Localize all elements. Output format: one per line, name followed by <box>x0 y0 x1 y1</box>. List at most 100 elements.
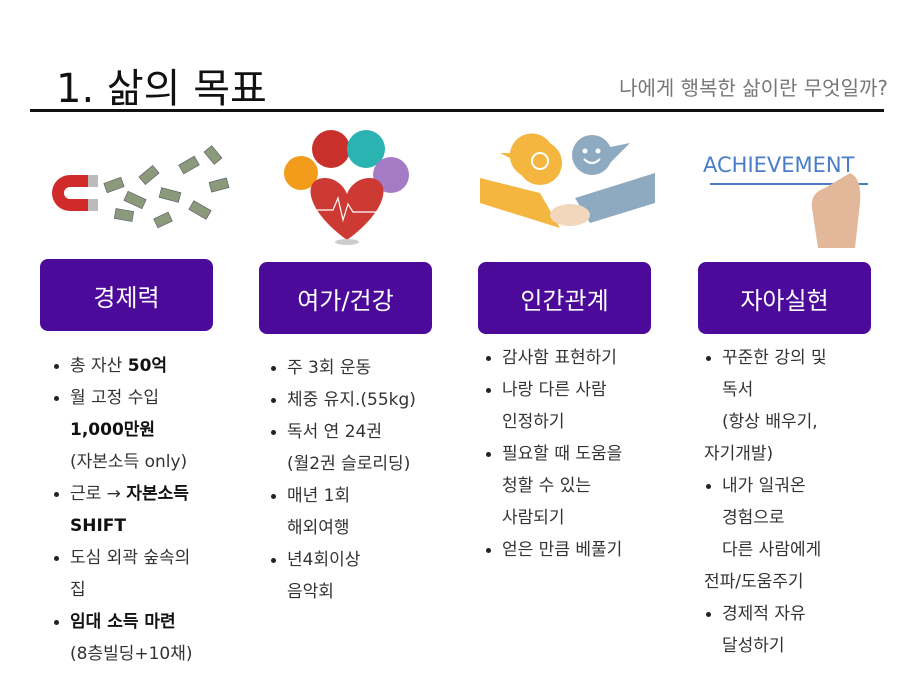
achievement-hand-icon: ACHIEVEMENT <box>703 153 868 248</box>
text: 경험으로 <box>722 508 785 528</box>
list-item: 월 고정 수입 <box>54 386 160 410</box>
text: 전파/도움주기 <box>704 572 804 592</box>
list-item-continuation: 전파/도움주기 <box>704 570 804 594</box>
bullet-icon <box>706 484 711 489</box>
money-magnet-icon <box>52 145 230 229</box>
text: 음악회 <box>287 582 334 602</box>
text: 자기개발) <box>704 444 774 464</box>
list-item-continuation: 집 <box>70 578 86 602</box>
list-item-continuation: 1,000만원 <box>70 418 155 442</box>
text: (8층빌딩+10채) <box>70 644 193 664</box>
bullet-icon <box>54 556 59 561</box>
text: 체중 유지.(55kg) <box>287 390 416 410</box>
bullet-icon <box>271 398 276 403</box>
list-item-continuation: 해외여행 <box>287 516 350 540</box>
text: 주 3회 운동 <box>287 358 372 378</box>
list-item-continuation: 자기개발) <box>704 442 773 466</box>
page-title: 1. 삶의 목표 <box>56 66 267 112</box>
text: 달성하기 <box>722 636 785 656</box>
bullet-icon <box>54 396 59 401</box>
list-item: 도심 외곽 숲속의 <box>54 546 191 570</box>
list-item: 년4회이상 <box>271 548 361 572</box>
list-item-continuation: (자본소득 only) <box>70 450 187 474</box>
bold-text: 임대 소득 마련 <box>70 612 176 632</box>
bullet-icon <box>486 548 491 553</box>
bullet-icon <box>486 388 491 393</box>
text: (월2권 슬로리딩) <box>287 454 411 474</box>
text: 청할 수 있는 <box>502 476 592 496</box>
text: 꾸준한 강의 및 <box>722 348 827 368</box>
heart-health-icon <box>284 130 409 245</box>
list-item-continuation: (8층빌딩+10채) <box>70 642 193 666</box>
category-relationships: 인간관계 <box>478 262 651 334</box>
text: 내가 일궈온 <box>722 476 806 496</box>
bullet-icon <box>54 492 59 497</box>
bullet-icon <box>271 558 276 563</box>
category-self-realization: 자아실현 <box>698 262 871 334</box>
list-item-continuation: (항상 배우기, <box>722 410 818 434</box>
text: 총 자산 <box>70 356 128 376</box>
list-item: 경제적 자유 <box>706 602 806 626</box>
list-item: 체중 유지.(55kg) <box>271 388 416 412</box>
list-item: 얻은 만큼 베풀기 <box>486 538 623 562</box>
list-item: 독서 연 24권 <box>271 420 382 444</box>
text: 독서 연 24권 <box>287 422 382 442</box>
bullet-icon <box>271 366 276 371</box>
bullet-icon <box>706 356 711 361</box>
list-item-continuation: SHIFT <box>70 514 126 538</box>
text: 경제적 자유 <box>722 604 806 624</box>
bullet-icon <box>706 612 711 617</box>
text: 필요할 때 도움을 <box>502 444 623 464</box>
title-divider <box>30 109 884 112</box>
list-item: 필요할 때 도움을 <box>486 442 623 466</box>
text: 나랑 다른 사람 <box>502 380 607 400</box>
list-item-continuation: 사람되기 <box>502 506 565 530</box>
bullet-icon <box>486 452 491 457</box>
list-item-continuation: 달성하기 <box>722 634 785 658</box>
list-item: 매년 1회 <box>271 484 351 508</box>
text: 매년 1회 <box>287 486 351 506</box>
text: 감사함 표현하기 <box>502 348 617 368</box>
bullet-icon <box>54 364 59 369</box>
bold-text: 50억 <box>127 356 168 376</box>
page-subtitle: 나에게 행복한 삶이란 무엇일까? <box>619 76 888 100</box>
list-item-continuation: 다른 사람에게 <box>722 538 821 562</box>
bold-text: 자본소득 <box>126 484 189 504</box>
list-item-continuation: 청할 수 있는 <box>502 474 591 498</box>
text: 근로 → <box>70 484 127 504</box>
text: 얻은 만큼 베풀기 <box>502 540 623 560</box>
list-item: 임대 소득 마련 <box>54 610 176 634</box>
list-item: 주 3회 운동 <box>271 356 372 380</box>
text: 년4회이상 <box>287 550 361 570</box>
list-item-continuation: 경험으로 <box>722 506 785 530</box>
bold-text: 1,000만원 <box>70 420 156 440</box>
bullet-icon <box>271 494 276 499</box>
text: (자본소득 only) <box>70 452 188 472</box>
text: 도심 외곽 숲속의 <box>70 548 191 568</box>
list-item-continuation: 인정하기 <box>502 410 565 434</box>
text: 다른 사람에게 <box>722 540 822 560</box>
achievement-text: ACHIEVEMENT <box>703 153 855 177</box>
handshake-icon <box>480 133 655 228</box>
text: (항상 배우기, <box>722 412 818 432</box>
text: 해외여행 <box>287 518 350 538</box>
list-item: 내가 일궈온 <box>706 474 806 498</box>
list-item-continuation: 독서 <box>722 378 753 402</box>
list-item: 감사함 표현하기 <box>486 346 617 370</box>
list-item: 근로 → 자본소득 <box>54 482 189 506</box>
list-item-continuation: 음악회 <box>287 580 334 604</box>
text: 독서 <box>722 380 754 400</box>
bullet-icon <box>486 356 491 361</box>
text: 월 고정 수입 <box>70 388 160 408</box>
list-item: 꾸준한 강의 및 <box>706 346 827 370</box>
text: 사람되기 <box>502 508 565 528</box>
bullet-icon <box>271 430 276 435</box>
bullet-icon <box>54 620 59 625</box>
list-item-continuation: (월2권 슬로리딩) <box>287 452 410 476</box>
text: 인정하기 <box>502 412 565 432</box>
list-item: 나랑 다른 사람 <box>486 378 607 402</box>
bold-text: SHIFT <box>70 516 127 536</box>
category-leisure-health: 여가/건강 <box>259 262 432 334</box>
category-economy: 경제력 <box>40 259 213 331</box>
text: 집 <box>70 580 86 600</box>
